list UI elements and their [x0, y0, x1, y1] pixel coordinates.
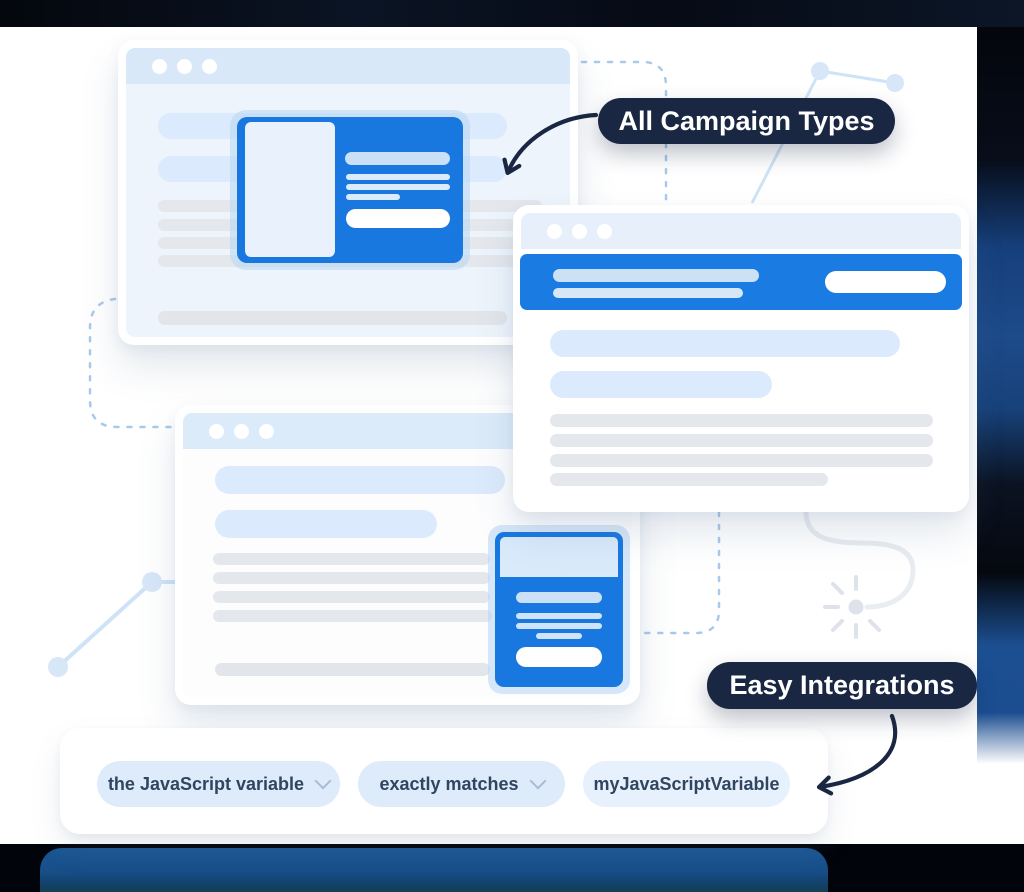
next-section-band — [40, 848, 828, 892]
window-dot-icon — [259, 423, 274, 439]
chevron-down-icon[interactable] — [314, 772, 332, 790]
window-dot-icon — [152, 58, 167, 74]
modal-text-line — [345, 152, 450, 165]
card-text-line — [516, 613, 602, 619]
modal-image-placeholder — [245, 122, 335, 257]
window-dot-icon — [597, 223, 612, 239]
skeleton-line — [550, 473, 828, 486]
skeleton-line — [550, 414, 933, 427]
right-edge-band — [977, 27, 1024, 764]
banner-text-line — [553, 269, 759, 282]
window-dot-icon — [234, 423, 249, 439]
page-skeleton — [520, 249, 962, 504]
skeleton-line — [215, 466, 505, 494]
network-graph-left — [48, 572, 177, 677]
skeleton-line — [215, 510, 437, 538]
click-cursor-icon — [803, 495, 916, 639]
skeleton-line — [213, 610, 492, 622]
callout-label: Easy Integrations — [729, 670, 955, 700]
browser-window-campaign-popup — [118, 40, 578, 345]
embed-card — [495, 532, 623, 687]
chevron-down-icon[interactable] — [529, 772, 547, 790]
skeleton-line — [550, 454, 933, 467]
modal-text-line — [346, 194, 400, 200]
modal-text-line — [346, 184, 450, 190]
popup-modal — [237, 117, 463, 263]
variable-dropdown-value: the JavaScript variable — [107, 773, 305, 794]
browser-titlebar — [521, 213, 961, 249]
skeleton-line — [213, 553, 490, 565]
value-input[interactable]: myJavaScriptVariable — [583, 761, 790, 807]
callout-label: All Campaign Types — [618, 106, 875, 136]
modal-text-line — [346, 174, 450, 180]
skeleton-line — [215, 663, 490, 676]
callout-easy-integrations: Easy Integrations — [707, 662, 977, 709]
operator-dropdown-value: exactly matches — [379, 773, 519, 794]
dashed-connector — [88, 60, 721, 635]
top-edge-band — [0, 0, 1024, 27]
window-dot-icon — [572, 223, 587, 239]
embed-card-glow — [488, 525, 630, 694]
skeleton-line — [213, 572, 490, 584]
operator-dropdown[interactable]: exactly matches — [358, 761, 565, 807]
card-text-line — [516, 623, 602, 629]
condition-builder-bar: the JavaScript variable exactly matches … — [60, 728, 828, 834]
notification-banner — [520, 254, 962, 310]
card-image-placeholder — [500, 537, 618, 577]
card-cta-button[interactable] — [516, 647, 602, 667]
modal-cta-button[interactable] — [346, 209, 450, 228]
window-dot-icon — [547, 223, 562, 239]
callout-campaign-types: All Campaign Types — [598, 98, 895, 144]
browser-window-banner — [513, 205, 969, 512]
skeleton-line — [550, 330, 900, 357]
skeleton-line — [158, 311, 507, 325]
skeleton-line — [550, 434, 933, 447]
banner-text-line — [553, 288, 743, 298]
browser-window-embed — [175, 405, 640, 705]
card-text-line — [516, 592, 602, 603]
browser-titlebar — [126, 48, 570, 84]
skeleton-line — [550, 371, 772, 398]
popup-modal-glow — [230, 110, 470, 270]
value-input-text: myJavaScriptVariable — [593, 773, 780, 794]
skeleton-line — [213, 591, 490, 603]
window-dot-icon — [177, 58, 192, 74]
banner-cta-button[interactable] — [825, 271, 946, 293]
card-text-line — [536, 633, 582, 639]
variable-dropdown[interactable]: the JavaScript variable — [97, 761, 340, 807]
window-dot-icon — [202, 58, 217, 74]
window-dot-icon — [209, 423, 224, 439]
